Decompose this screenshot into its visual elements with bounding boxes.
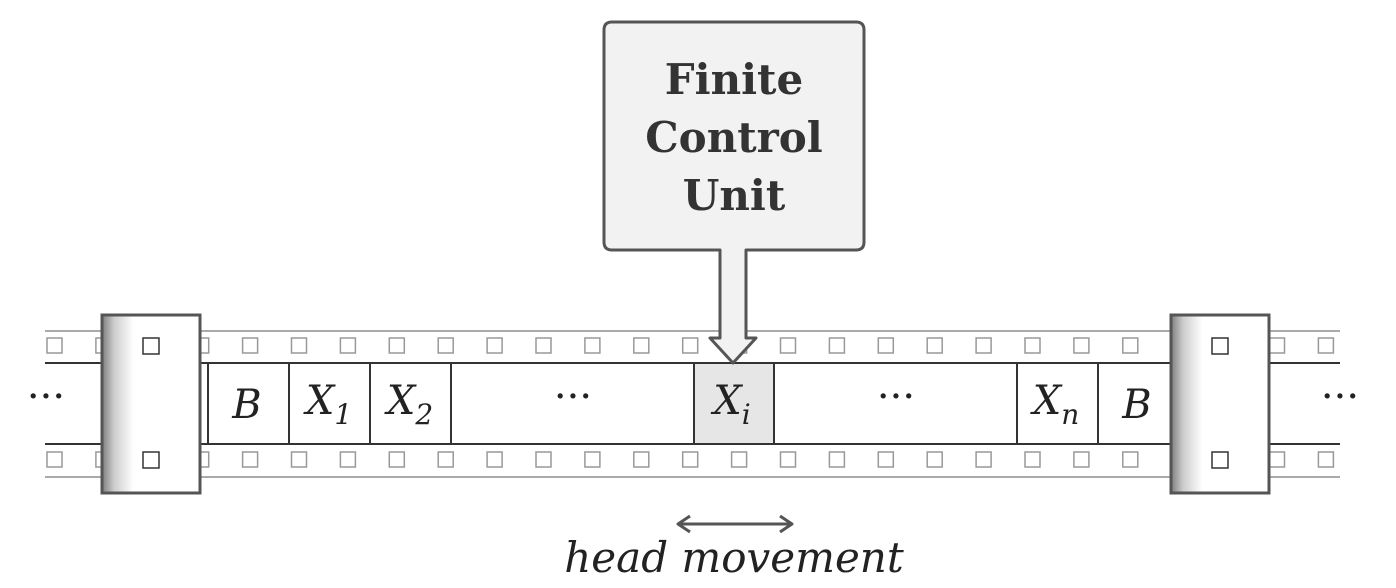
sprocket-hole [633,451,650,468]
tape-cell-xn-main: X [1030,378,1063,424]
tape-ellipsis-mid-right: ··· [877,374,915,420]
tape-cell-blank-left: B [231,382,261,428]
sprocket-hole [877,337,895,354]
sprocket-hole [877,451,895,468]
roller-left [100,313,202,495]
sprocket-hole [681,337,699,354]
sprocket-hole [1024,337,1041,354]
sprocket-hole [1122,337,1139,354]
sprocket-hole [535,451,552,468]
tape: B X1 X2 ··· Xi ··· Xn B [207,362,1178,445]
sprocket-hole [339,451,357,468]
sprocket-hole [779,451,797,468]
sprocket-hole [486,337,503,354]
sprocket-hole [975,451,992,468]
sprocket-hole [437,451,454,468]
roller-right [1169,313,1271,495]
sprocket-hole [1268,337,1286,354]
sprocket-hole [290,337,308,354]
tape-cell-x2-sub: 2 [414,398,433,431]
sprocket-hole [388,451,406,468]
sprocket-holes-bottom [46,451,1335,468]
finite-control-line1: Finite [665,55,803,104]
tape-cell-xi-sub: i [742,398,751,431]
tape-cell-x2: X2 [384,378,433,431]
sprocket-hole [290,451,308,468]
sprocket-hole [681,451,699,468]
sprocket-hole [1073,337,1090,354]
finite-control-line2: Control [645,113,822,162]
head-movement-label: head movement [564,533,904,582]
sprocket-hole [486,451,503,468]
sprocket-hole [535,337,552,354]
sprocket-hole [584,451,601,468]
finite-control-unit: Finite Control Unit [602,20,866,365]
sprocket-hole [828,337,846,354]
sprocket-hole [633,337,650,354]
tape-cell-x2-main: X [384,378,417,424]
sprocket-hole [1317,337,1335,354]
tape-ellipsis-left: ··· [27,374,65,420]
tape-cell-xn: Xn [1030,378,1080,431]
tape-cell-x1-main: X [303,378,336,424]
sprocket-hole [46,451,63,468]
sprocket-hole [1317,451,1335,468]
sprocket-hole [241,451,259,468]
sprocket-hole [1122,451,1139,468]
sprocket-hole [584,337,601,354]
finite-control-line3: Unit [683,171,786,220]
sprocket-hole [730,451,748,468]
tape-cell-xn-sub: n [1061,398,1079,431]
tape-cell-x1: X1 [303,378,352,431]
sprocket-hole [828,451,846,468]
sprocket-hole [339,337,357,354]
sprocket-hole [1024,451,1041,468]
sprocket-hole [975,337,992,354]
tape-ellipsis-right: ··· [1321,374,1359,420]
sprocket-holes-top [46,337,1335,354]
tape-cell-xi-main: X [710,378,743,424]
tape-cells-left-frame [207,362,452,445]
sprocket-hole [779,337,797,354]
sprocket-hole [926,337,943,354]
tape-cell-blank-right: B [1121,382,1151,428]
tape-ellipsis-mid-left: ··· [554,374,592,420]
tape-cell-x1-sub: 1 [334,398,352,431]
sprocket-hole [1268,451,1286,468]
sprocket-hole [437,337,454,354]
sprocket-hole [46,337,63,354]
sprocket-hole [1073,451,1090,468]
head-movement-arrow [676,514,794,534]
sprocket-hole [926,451,943,468]
sprocket-hole [241,337,259,354]
tape-cell-xi: Xi [710,378,750,431]
sprocket-hole [388,337,406,354]
